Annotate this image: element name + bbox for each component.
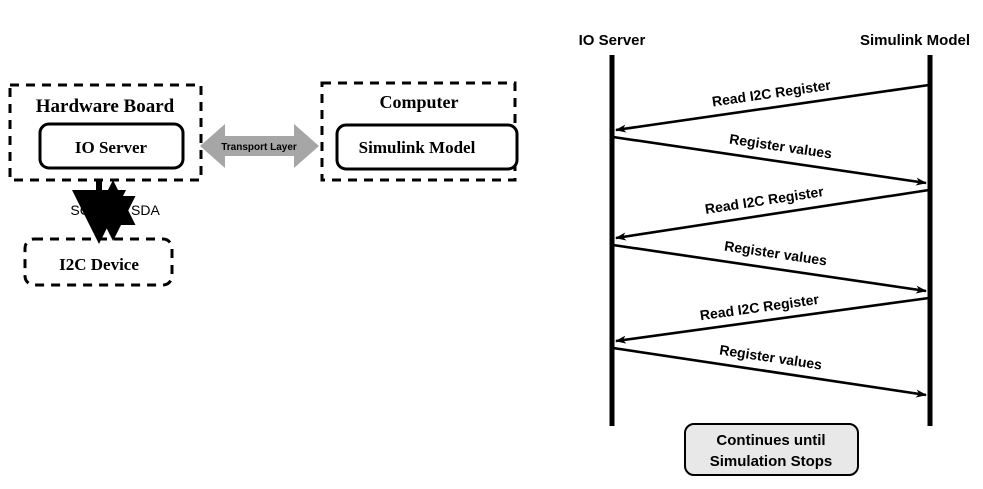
- message-arrow-2: [612, 135, 927, 186]
- message-arrow-3: [615, 188, 930, 241]
- io-server-label: IO Server: [75, 138, 148, 157]
- i2c-device-box: [23, 237, 174, 287]
- transport-layer-label: Transport Layer: [221, 142, 297, 153]
- transport-layer-arrow: [200, 124, 319, 168]
- continues-note-line1: Continues until: [716, 432, 825, 449]
- lifeline-header-simulink-model: Simulink Model: [860, 32, 970, 49]
- lifeline-header-io-server: IO Server: [579, 32, 646, 49]
- simulink-model-box: [335, 123, 519, 171]
- message-arrow-1: [615, 83, 930, 133]
- message-label-1: Read I2C Register: [711, 77, 832, 110]
- sda-label: SDA: [131, 202, 160, 218]
- message-label-6: Register values: [718, 341, 823, 372]
- computer-title: Computer: [380, 92, 459, 112]
- message-arrow-4: [612, 243, 927, 294]
- i2c-device-label: I2C Device: [59, 255, 139, 274]
- scl-label: SCL: [70, 202, 97, 218]
- continues-note-line2: Simulation Stops: [710, 453, 833, 470]
- message-label-3: Read I2C Register: [704, 183, 825, 217]
- message-arrow-6: [612, 346, 927, 398]
- message-arrow-5: [615, 296, 930, 344]
- hardware-board-title: Hardware Board: [36, 96, 175, 117]
- io-server-box: [38, 122, 185, 170]
- message-label-5: Read I2C Register: [699, 291, 820, 323]
- continues-note-box: [684, 423, 859, 476]
- simulink-model-label: Simulink Model: [359, 138, 476, 157]
